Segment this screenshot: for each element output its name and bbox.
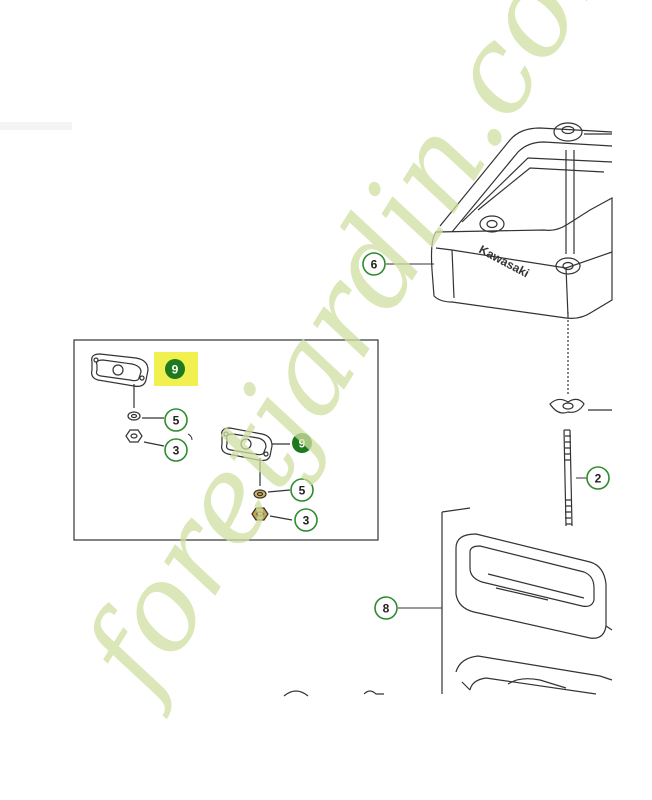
gasket-b: [221, 427, 290, 486]
svg-text:9: 9: [299, 437, 306, 451]
gasket-a: [91, 353, 149, 408]
lock-washer-b: [253, 489, 291, 499]
svg-text:2: 2: [595, 472, 602, 486]
callout-3-a: 3: [164, 438, 188, 462]
callout-8: 8: [374, 596, 398, 620]
nut-b: [251, 507, 293, 521]
callout-5-a: 5: [164, 408, 188, 432]
callout-9-b: 9: [292, 433, 312, 453]
watermark-text: foretjardin.com: [52, 0, 652, 722]
inset-box: 9 5 3 9 5 3: [73, 339, 379, 541]
svg-text:3: 3: [303, 514, 310, 528]
svg-text:5: 5: [299, 484, 306, 498]
leader-lines: [386, 263, 588, 609]
partial-callout-bottom: [283, 690, 384, 697]
svg-text:6: 6: [371, 258, 378, 272]
callout-3-b: 3: [294, 508, 318, 532]
air-cleaner-cover: [430, 127, 613, 319]
nut-a: [125, 429, 165, 447]
svg-text:8: 8: [383, 602, 390, 616]
callout-9-highlighted: 9: [154, 352, 198, 386]
svg-text:3: 3: [173, 444, 180, 458]
callout-6: 6: [362, 252, 386, 276]
lock-washer-a: [127, 411, 164, 421]
wing-nut: [549, 398, 612, 414]
svg-text:9: 9: [172, 363, 179, 377]
background-smudge: [0, 122, 72, 130]
callout-2: 2: [586, 466, 610, 490]
washer-top: [553, 122, 612, 142]
svg-text:5: 5: [173, 414, 180, 428]
callout-5-b: 5: [290, 478, 314, 502]
air-filter-element: [441, 507, 613, 695]
stud-bolt: [563, 312, 573, 527]
